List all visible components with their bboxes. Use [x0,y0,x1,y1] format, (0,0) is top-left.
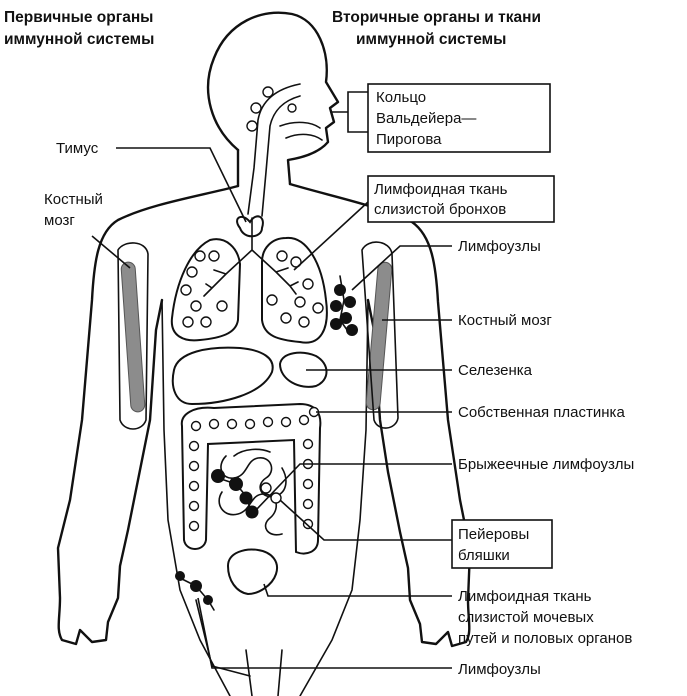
bronchial-label-2: слизистой бронхов [374,201,506,218]
primary-header-line-2: иммунной системы [4,31,154,48]
lymph-chain-mesenteric [211,469,259,519]
secondary-header-line-2: иммунной системы [356,31,506,48]
bone-marrow-left-label-1: Костный [44,191,103,208]
lymph-chain-axillary [330,276,358,336]
liver [173,348,273,404]
urogenital-label-3: путей и половых органов [458,630,632,647]
lymph-node [211,469,225,483]
lung-follicle [201,317,211,327]
lymph-node [175,571,185,581]
bone-marrow-left-label-2: мозг [44,212,75,229]
intestine-follicle [264,418,273,427]
intestine-follicle [190,482,199,491]
lymph-nodes-lower-label: Лимфоузлы [458,661,541,678]
secondary-header-line-1: Вторичные органы и ткани [332,9,541,26]
bladder [228,550,277,594]
lung-follicle [195,251,205,261]
lymph-node [246,506,259,519]
intestine-follicle [304,520,313,529]
lung-follicle [267,295,277,305]
bone-marrow-right-arm [366,262,393,411]
lung-follicle [303,279,313,289]
intestine-follicle [246,420,255,429]
leader-bronchial [294,202,368,270]
lymph-nodes-upper-label: Лимфоузлы [458,238,541,255]
lung-follicle [181,285,191,295]
lymph-node [330,300,342,312]
right-inner-leg [278,650,282,696]
lung-right [262,238,327,343]
lymph-node [229,477,243,491]
peyer-patch-follicle [261,483,271,493]
peyer-label-1: Пейеровы [458,526,529,543]
urogenital-label-1: Лимфоидная ткань [458,588,592,605]
intestine-follicle [210,420,219,429]
lung-follicle [313,303,323,313]
left-inner-leg [246,650,252,696]
lung-follicle [217,301,227,311]
peyer-label-2: бляшки [458,547,510,564]
waldeyer-label-2: Вальдейера— [376,110,476,127]
lymph-node [203,595,213,605]
lung-follicle [281,313,291,323]
mesenteric-label: Брыжеечные лимфоузлы [458,456,634,473]
intestine-follicle [282,418,291,427]
lung-follicle [295,297,305,307]
urogenital-label-2: слизистой мочевых [458,609,594,626]
intestine-follicle [228,420,237,429]
bronchial-label-1: Лимфоидная ткань [374,181,508,198]
intestine-follicle [304,440,313,449]
waldeyer-tonsil-3 [247,121,257,131]
intestine-follicle [300,416,309,425]
leg-lymph-vessel [196,600,250,676]
thymus-label: Тимус [56,140,99,157]
mouth-palate [280,122,322,140]
intestine-follicle [190,522,199,531]
intestine-follicle [304,500,313,509]
intestine-follicle [192,422,201,431]
lung-follicle [209,251,219,261]
lymph-node [334,284,346,296]
lymph-node [346,324,358,336]
lung-follicle [187,267,197,277]
waldeyer-tonsil-4 [288,104,296,112]
spleen-label: Селезенка [458,362,533,379]
lymph-node [240,492,253,505]
intestine-follicle [190,462,199,471]
waldeyer-tonsil-1 [263,87,273,97]
lymph-node [340,312,352,324]
intestine-follicle [190,442,199,451]
bone-marrow-left-arm [121,262,145,413]
leader-thymus [116,148,246,222]
peyer-patch-follicle [271,493,281,503]
head-outline [208,13,338,184]
waldeyer-label-3: Пирогова [376,131,442,148]
leader-urogenital [264,584,452,596]
lymph-node [330,318,342,330]
intestine-follicle [304,480,313,489]
primary-header-line-1: Первичные органы [4,9,153,26]
lung-follicle [277,251,287,261]
waldeyer-tonsil-2 [251,103,261,113]
waldeyer-label-1: Кольцо [376,89,426,106]
bone-marrow-right-label: Костный мозг [458,312,552,329]
lymph-node [344,296,356,308]
small-intestine-coils [219,449,286,534]
lung-follicle [183,317,193,327]
lung-follicle [191,301,201,311]
intestine-follicle [190,502,199,511]
thymus [237,216,263,236]
lamina-propria-label: Собственная пластинка [458,404,625,421]
lung-follicle [299,317,309,327]
lymph-node [190,580,202,592]
